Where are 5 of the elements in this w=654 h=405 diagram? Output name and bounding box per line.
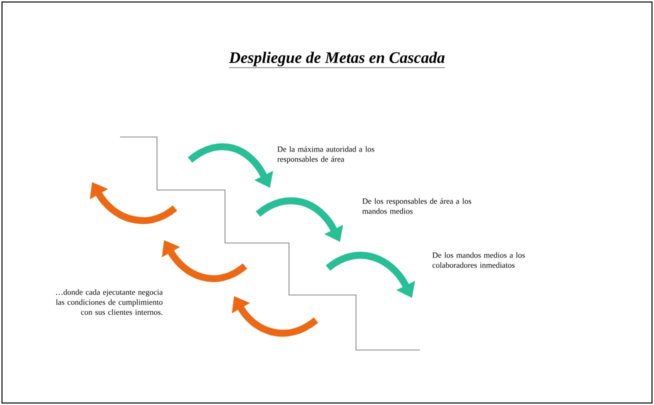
title: Despliegue de Metas en Cascada	[228, 52, 446, 68]
note-text: …donde cada ejecutante negocia las condiciones de cumplimiento con sus clientes internos.	[56, 289, 163, 315]
step-label: De los responsables de área a los mandos medios	[362, 198, 472, 214]
step-label: De los mandos medios a los colaboradores inmediatos	[432, 252, 525, 268]
step-label: De la máxima autoridad a los responsables de área	[277, 146, 374, 164]
